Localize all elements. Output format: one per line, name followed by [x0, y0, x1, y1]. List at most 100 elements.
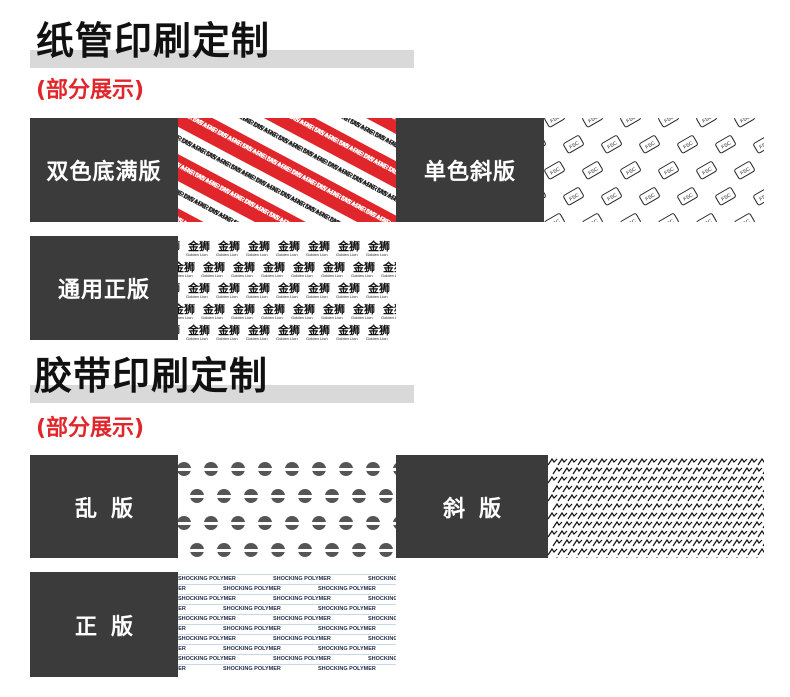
svg-text:SHOCKING POLYMER: SHOCKING POLYMER: [368, 636, 396, 642]
svg-text:FSC: FSC: [549, 166, 561, 176]
svg-text:SHOCKING POLYMER: SHOCKING POLYMER: [223, 646, 281, 652]
svg-text:FSC: FSC: [739, 166, 751, 176]
svg-text:Golden Lion: Golden Lion: [246, 336, 268, 340]
sample-label-two-color: 双色底满版: [30, 118, 178, 222]
svg-text:金狮: 金狮: [217, 281, 240, 295]
svg-text:FSC: FSC: [663, 118, 675, 125]
sample-pattern-single-diagonal: FSC FSC FSC FSC FSC FSC FSC FSC FSC FSC FSC FSC FSC F…: [544, 118, 764, 222]
title-underline-bar: [30, 50, 414, 68]
svg-text:SHOCKING POLYMER: SHOCKING POLYMER: [368, 576, 396, 582]
svg-text:Golden Lion: Golden Lion: [366, 252, 388, 257]
svg-text:Golden Lion: Golden Lion: [351, 273, 373, 278]
svg-text:SHOCKING POLYMER: SHOCKING POLYMER: [223, 606, 281, 612]
svg-text:SHOCKING POLYMER: SHOCKING POLYMER: [178, 646, 186, 652]
svg-text:FSC: FSC: [720, 192, 732, 202]
svg-text:SHOCKING POLYMER: SHOCKING POLYMER: [178, 586, 186, 592]
svg-text:Golden Lion: Golden Lion: [216, 336, 238, 340]
svg-text:Golden Lion: Golden Lion: [178, 273, 193, 278]
svg-text:金狮: 金狮: [337, 323, 360, 337]
svg-text:Golden Lion: Golden Lion: [231, 273, 253, 278]
svg-text:FSC: FSC: [606, 192, 618, 202]
svg-text:Golden Lion: Golden Lion: [261, 273, 283, 278]
paper-section-subtitle: (部分展示): [36, 78, 145, 103]
svg-text:FSC: FSC: [701, 118, 713, 125]
paper-section-title: 纸管印刷定制: [36, 19, 271, 63]
svg-text:Golden Lion: Golden Lion: [291, 273, 313, 278]
svg-text:FSC: FSC: [758, 192, 764, 202]
svg-text:金狮: 金狮: [178, 323, 180, 337]
svg-text:SHOCKING POLYMER: SHOCKING POLYMER: [273, 656, 331, 662]
svg-text:金狮: 金狮: [307, 323, 330, 337]
svg-text:Golden Lion: Golden Lion: [231, 315, 253, 320]
svg-text:金狮: 金狮: [352, 302, 375, 316]
sample-pattern-straight: SHOCKING POLYMER SHOCKING POLYMER SHOCKING…: [178, 572, 396, 677]
svg-text:FSC: FSC: [663, 166, 675, 176]
svg-text:金狮: 金狮: [232, 260, 255, 274]
svg-text:FSC: FSC: [644, 140, 656, 150]
svg-text:MS HARDWARE: MS HARDWARE: [389, 221, 396, 222]
svg-text:Golden Lion: Golden Lion: [246, 294, 268, 299]
svg-text:金狮: 金狮: [178, 281, 180, 295]
svg-text:Golden Lion: Golden Lion: [186, 294, 208, 299]
svg-text:Golden Lion: Golden Lion: [178, 315, 193, 320]
svg-text:SHOCKING POLYMER: SHOCKING POLYMER: [223, 626, 281, 632]
svg-text:金狮: 金狮: [277, 239, 300, 253]
svg-text:金狮: 金狮: [247, 281, 270, 295]
svg-text:Golden Lion: Golden Lion: [336, 294, 358, 299]
svg-text:Golden Lion: Golden Lion: [216, 252, 238, 257]
svg-text:FSC: FSC: [739, 218, 751, 222]
svg-text:金狮: 金狮: [187, 281, 210, 295]
sample-label-single-diagonal: 单色斜版: [396, 118, 544, 222]
svg-text:SHOCKING POLYMER: SHOCKING POLYMER: [178, 606, 186, 612]
svg-text:金狮: 金狮: [322, 302, 345, 316]
svg-text:SHOCKING POLYMER: SHOCKING POLYMER: [318, 626, 376, 632]
svg-text:金狮: 金狮: [367, 323, 390, 337]
svg-text:金狮: 金狮: [307, 281, 330, 295]
svg-text:金狮: 金狮: [292, 302, 315, 316]
svg-text:金狮: 金狮: [178, 260, 195, 274]
svg-text:金狮: 金狮: [292, 260, 315, 274]
svg-text:FSC: FSC: [606, 140, 618, 150]
svg-text:Golden Lion: Golden Lion: [186, 336, 208, 340]
svg-text:FSC: FSC: [758, 140, 764, 150]
svg-text:FSC: FSC: [549, 118, 561, 125]
svg-text:Golden Lion: Golden Lion: [336, 336, 358, 340]
svg-text:SHOCKING POLYMER: SHOCKING POLYMER: [223, 666, 281, 672]
svg-text:金狮: 金狮: [367, 239, 390, 253]
svg-text:金狮: 金狮: [262, 260, 285, 274]
svg-text:SHOCKING POLYMER: SHOCKING POLYMER: [178, 666, 186, 672]
svg-text:SHOCKING POLYMER: SHOCKING POLYMER: [223, 586, 281, 592]
svg-text:Golden Lion: Golden Lion: [306, 294, 328, 299]
svg-text:金狮: 金狮: [277, 281, 300, 295]
svg-text:FSC: FSC: [549, 218, 561, 222]
sample-pattern-diagonal: [548, 455, 764, 558]
svg-text:SHOCKING POLYMER: SHOCKING POLYMER: [178, 576, 236, 582]
svg-text:SHOCKING POLYMER: SHOCKING POLYMER: [178, 596, 236, 602]
svg-text:金狮: 金狮: [202, 302, 225, 316]
svg-text:金狮: 金狮: [187, 239, 210, 253]
tape-section-title: 胶带印刷定制: [34, 354, 269, 398]
svg-text:FSC: FSC: [625, 118, 637, 125]
svg-text:Golden Lion: Golden Lion: [246, 252, 268, 257]
svg-text:金狮: 金狮: [352, 260, 375, 274]
svg-text:SHOCKING POLYMER: SHOCKING POLYMER: [318, 646, 376, 652]
svg-text:Golden Lion: Golden Lion: [276, 294, 298, 299]
svg-text:SHOCKING POLYMER: SHOCKING POLYMER: [178, 626, 186, 632]
sample-pattern-random: [178, 455, 396, 558]
svg-text:Golden Lion: Golden Lion: [276, 336, 298, 340]
svg-text:Golden Lion: Golden Lion: [381, 273, 396, 278]
svg-text:SHOCKING POLYMER: SHOCKING POLYMER: [273, 636, 331, 642]
svg-text:Golden Lion: Golden Lion: [261, 315, 283, 320]
svg-text:FSC: FSC: [644, 192, 656, 202]
svg-text:Golden Lion: Golden Lion: [291, 315, 313, 320]
svg-text:金狮: 金狮: [322, 260, 345, 274]
svg-text:金狮: 金狮: [367, 281, 390, 295]
svg-text:金狮: 金狮: [217, 239, 240, 253]
svg-text:FSC: FSC: [701, 218, 713, 222]
svg-text:Golden Lion: Golden Lion: [381, 315, 396, 320]
svg-text:FSC: FSC: [587, 166, 599, 176]
svg-text:FSC: FSC: [587, 118, 599, 125]
svg-text:SHOCKING POLYMER: SHOCKING POLYMER: [178, 636, 236, 642]
svg-text:FSC: FSC: [625, 218, 637, 222]
